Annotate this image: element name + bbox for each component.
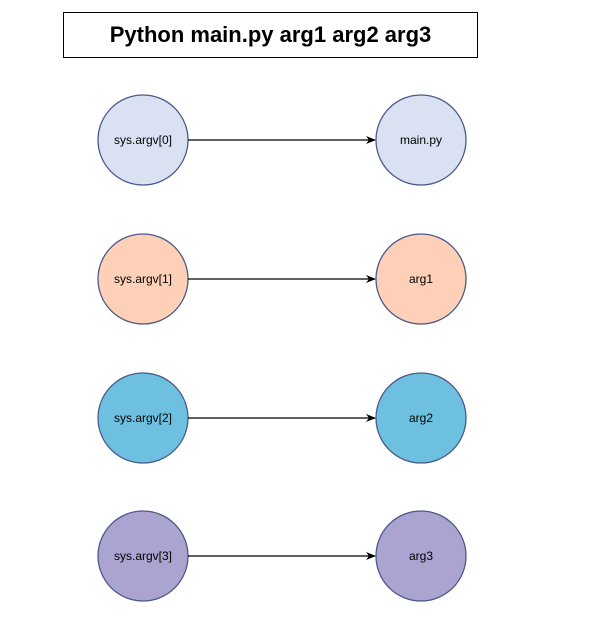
value-node <box>375 510 467 602</box>
value-node-label: main.py <box>400 133 442 147</box>
argv-node-label: sys.argv[0] <box>114 133 172 147</box>
diagram-row: sys.argv[0] main.py <box>97 94 467 186</box>
diagram-row: sys.argv[1] arg1 <box>97 233 467 325</box>
value-node-label: arg2 <box>409 411 433 425</box>
diagram-title: Python main.py arg1 arg2 arg3 <box>109 22 432 47</box>
title-box: Python main.py arg1 arg2 arg3 <box>63 12 478 58</box>
argv-node-label: sys.argv[3] <box>114 549 172 563</box>
argv-node-label: sys.argv[2] <box>114 411 172 425</box>
value-node <box>375 372 467 464</box>
value-node-label: arg1 <box>409 272 433 286</box>
value-node-label: arg3 <box>409 549 433 563</box>
argv-node-label: sys.argv[1] <box>114 272 172 286</box>
value-node <box>375 233 467 325</box>
diagram-row: sys.argv[3] arg3 <box>97 510 467 602</box>
value-node <box>375 94 467 186</box>
diagram-row: sys.argv[2] arg2 <box>97 372 467 464</box>
